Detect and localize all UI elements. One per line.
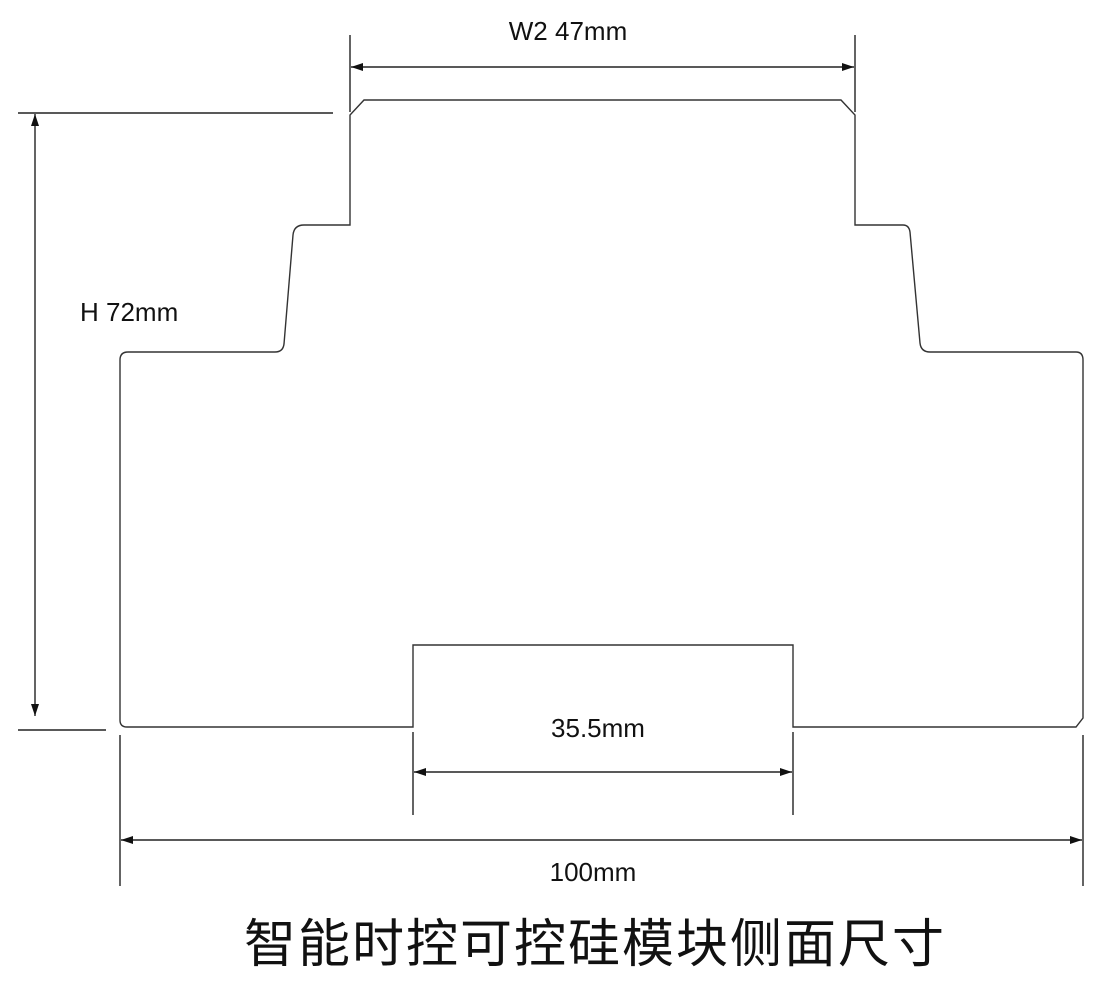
height-dimension: H 72mm [18,112,333,731]
height-label: H 72mm [80,297,178,327]
rail-slot-dimension: 35.5mm [412,713,794,815]
top-width-dimension: W2 47mm [349,16,856,112]
total-width-label: 100mm [550,857,637,887]
top-width-label: W2 47mm [509,16,627,46]
drawing-title: 智能时控可控硅模块侧面尺寸 [244,915,946,975]
module-side-outline [119,99,1084,728]
total-width-dimension: 100mm [119,735,1084,887]
rail-slot-label: 35.5mm [551,713,645,743]
